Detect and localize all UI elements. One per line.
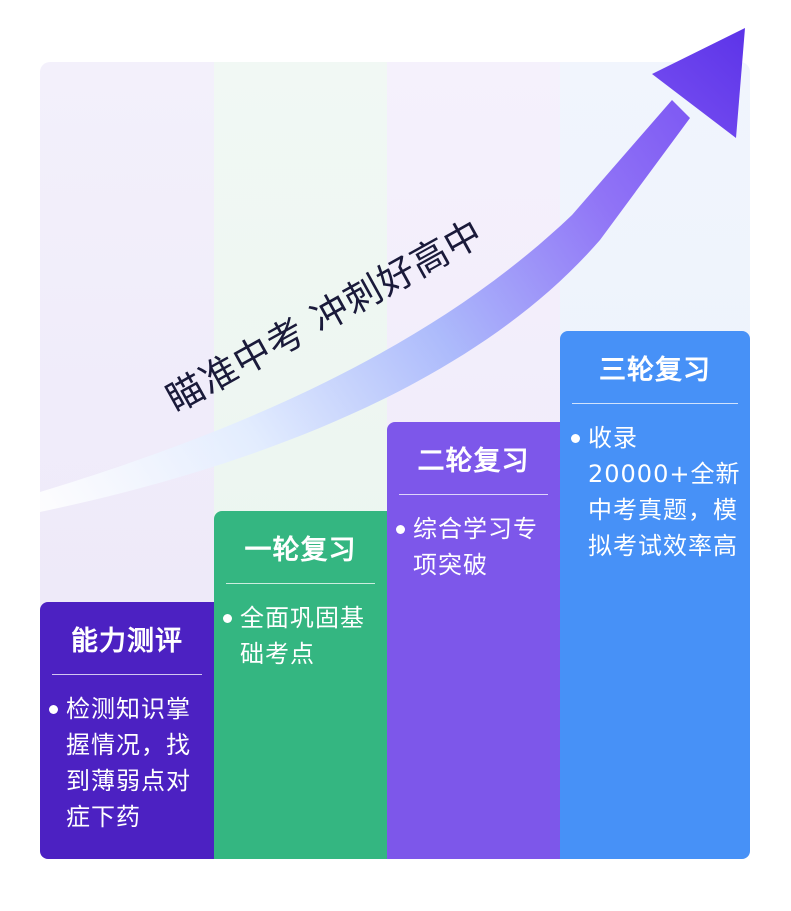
stage-card-round-two: 二轮复习 综合学习专项突破: [387, 422, 560, 859]
bullet-dot-icon: [571, 434, 580, 443]
stage-description: 综合学习专项突破: [387, 511, 560, 583]
stage-description: 收录20000+全新中考真题，模拟考试效率高: [560, 420, 750, 564]
stage-title: 三轮复习: [599, 355, 711, 386]
stage-title: 能力测评: [71, 626, 183, 657]
stage-title: 二轮复习: [417, 446, 530, 477]
stage-description-text: 检测知识掌握情况，找到薄弱点对症下药: [66, 695, 191, 831]
divider: [572, 403, 738, 404]
stage-description: 全面巩固基础考点: [214, 600, 387, 672]
bullet-dot-icon: [49, 705, 58, 714]
stage-card-round-one: 一轮复习 全面巩固基础考点: [214, 511, 387, 859]
divider: [399, 494, 548, 495]
stage-description-text: 全面巩固基础考点: [240, 604, 365, 668]
stage-description-text: 综合学习专项突破: [413, 515, 538, 579]
bullet-dot-icon: [396, 525, 405, 534]
stage-description: 检测知识掌握情况，找到薄弱点对症下药: [40, 691, 214, 835]
stage-card-ability-test: 能力测评 检测知识掌握情况，找到薄弱点对症下药: [40, 602, 214, 859]
stage-title: 一轮复习: [244, 535, 357, 566]
stage-card-round-three: 三轮复习 收录20000+全新中考真题，模拟考试效率高: [560, 331, 750, 859]
divider: [52, 674, 202, 675]
divider: [226, 583, 375, 584]
bullet-dot-icon: [223, 614, 232, 623]
stage-description-text: 收录20000+全新中考真题，模拟考试效率高: [588, 424, 741, 560]
